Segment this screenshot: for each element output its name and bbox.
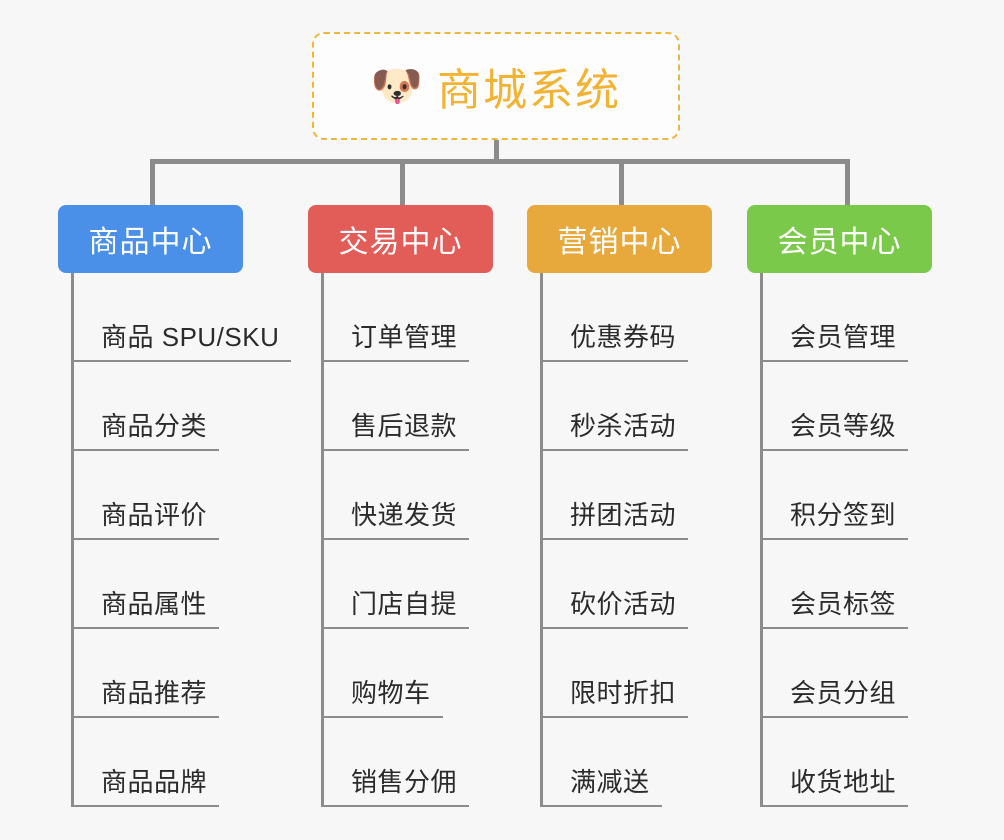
- leaf-label: 商品推荐: [101, 678, 208, 708]
- category-label: 会员中心: [777, 226, 902, 259]
- leaf-item[interactable]: 商品属性: [58, 540, 243, 629]
- leaf-item[interactable]: 会员管理: [747, 273, 932, 362]
- leaf-underline: 购物车: [321, 673, 443, 718]
- leaf-underline: 商品属性: [71, 584, 220, 629]
- leaf-label: 会员分组: [790, 678, 897, 708]
- leaf-item[interactable]: 商品评价: [58, 451, 243, 540]
- leaf-underline: 订单管理: [321, 317, 470, 362]
- leaf-underline: 积分签到: [760, 495, 909, 540]
- leaf-label: 快递发货: [351, 500, 458, 530]
- leaf-item[interactable]: 会员标签: [747, 540, 932, 629]
- leaf-underline: 砍价活动: [540, 584, 689, 629]
- connector-drop-product-center: [150, 159, 155, 207]
- root-title: 商城系统: [437, 66, 622, 115]
- leaf-label: 购物车: [351, 678, 431, 708]
- leaf-label: 积分签到: [790, 500, 897, 530]
- leaf-underline: 销售分佣: [321, 762, 470, 807]
- leaf-label: 商品评价: [101, 500, 208, 530]
- column-trade-center: 交易中心订单管理售后退款快递发货门店自提购物车销售分佣: [308, 205, 493, 807]
- leaf-item[interactable]: 砍价活动: [527, 540, 712, 629]
- leaf-item[interactable]: 收货地址: [747, 718, 932, 807]
- leaf-item[interactable]: 快递发货: [308, 451, 493, 540]
- leaf-underline: 会员标签: [760, 584, 909, 629]
- leaf-label: 商品品牌: [101, 767, 208, 797]
- leaf-item[interactable]: 拼团活动: [527, 451, 712, 540]
- leaf-underline: 会员管理: [760, 317, 909, 362]
- category-label: 营销中心: [557, 226, 682, 259]
- leaf-underline: 售后退款: [321, 406, 470, 451]
- leaf-item[interactable]: 积分签到: [747, 451, 932, 540]
- leaf-underline: 商品分类: [71, 406, 220, 451]
- dog-face-icon: 🐶: [370, 62, 424, 109]
- column-marketing-center: 营销中心优惠券码秒杀活动拼团活动砍价活动限时折扣满减送: [527, 205, 712, 807]
- leaf-label: 门店自提: [351, 589, 458, 619]
- leaf-underline: 门店自提: [321, 584, 470, 629]
- leaf-item[interactable]: 订单管理: [308, 273, 493, 362]
- category-box-trade-center[interactable]: 交易中心: [308, 205, 493, 273]
- leaf-item[interactable]: 会员分组: [747, 629, 932, 718]
- connector-drop-trade-center: [400, 159, 405, 207]
- leaf-item[interactable]: 满减送: [527, 718, 712, 807]
- category-label: 商品中心: [88, 226, 213, 259]
- leaf-item[interactable]: 会员等级: [747, 362, 932, 451]
- category-box-product-center[interactable]: 商品中心: [58, 205, 243, 273]
- leaf-label: 商品分类: [101, 411, 208, 441]
- leaf-list-trade-center: 订单管理售后退款快递发货门店自提购物车销售分佣: [308, 273, 493, 807]
- leaf-label: 拼团活动: [570, 500, 677, 530]
- leaf-underline: 优惠券码: [540, 317, 689, 362]
- connector-drop-member-center: [845, 159, 850, 207]
- leaf-item[interactable]: 商品推荐: [58, 629, 243, 718]
- leaf-label: 砍价活动: [570, 589, 677, 619]
- leaf-item[interactable]: 销售分佣: [308, 718, 493, 807]
- leaf-list-member-center: 会员管理会员等级积分签到会员标签会员分组收货地址: [747, 273, 932, 807]
- leaf-underline: 商品品牌: [71, 762, 220, 807]
- leaf-underline: 会员分组: [760, 673, 909, 718]
- connector-bus: [150, 159, 850, 164]
- leaf-underline: 满减送: [540, 762, 662, 807]
- leaf-label: 销售分佣: [351, 767, 458, 797]
- leaf-underline: 收货地址: [760, 762, 909, 807]
- leaf-list-marketing-center: 优惠券码秒杀活动拼团活动砍价活动限时折扣满减送: [527, 273, 712, 807]
- leaf-label: 会员标签: [790, 589, 897, 619]
- leaf-underline: 快递发货: [321, 495, 470, 540]
- category-box-marketing-center[interactable]: 营销中心: [527, 205, 712, 273]
- leaf-label: 收货地址: [790, 767, 897, 797]
- leaf-item[interactable]: 门店自提: [308, 540, 493, 629]
- connector-trunk: [494, 140, 499, 164]
- leaf-item[interactable]: 售后退款: [308, 362, 493, 451]
- leaf-underline: 会员等级: [760, 406, 909, 451]
- leaf-label: 订单管理: [351, 322, 458, 352]
- category-label: 交易中心: [338, 226, 463, 259]
- connector-drop-marketing-center: [619, 159, 624, 207]
- leaf-list-product-center: 商品 SPU/SKU 商品分类商品评价商品属性商品推荐商品品牌: [58, 273, 292, 807]
- leaf-item[interactable]: 优惠券码: [527, 273, 712, 362]
- leaf-label: 会员等级: [790, 411, 897, 441]
- leaf-underline: 商品 SPU/SKU: [71, 317, 292, 362]
- root-node[interactable]: 🐶 商城系统: [312, 32, 680, 140]
- leaf-label: 限时折扣: [570, 678, 677, 708]
- leaf-item[interactable]: 限时折扣: [527, 629, 712, 718]
- leaf-label: 满减送: [570, 767, 650, 797]
- leaf-underline: 秒杀活动: [540, 406, 689, 451]
- leaf-item[interactable]: 购物车: [308, 629, 493, 718]
- leaf-item[interactable]: 秒杀活动: [527, 362, 712, 451]
- leaf-underline: 拼团活动: [540, 495, 689, 540]
- leaf-underline: 商品推荐: [71, 673, 220, 718]
- leaf-label: 会员管理: [790, 322, 897, 352]
- leaf-underline: 限时折扣: [540, 673, 689, 718]
- leaf-underline: 商品评价: [71, 495, 220, 540]
- leaf-label: 优惠券码: [570, 322, 677, 352]
- leaf-label: 商品 SPU/SKU: [101, 322, 280, 352]
- leaf-label: 商品属性: [101, 589, 208, 619]
- column-product-center: 商品中心商品 SPU/SKU 商品分类商品评价商品属性商品推荐商品品牌: [58, 205, 292, 807]
- leaf-label: 售后退款: [351, 411, 458, 441]
- category-box-member-center[interactable]: 会员中心: [747, 205, 932, 273]
- leaf-item[interactable]: 商品分类: [58, 362, 243, 451]
- leaf-label: 秒杀活动: [570, 411, 677, 441]
- leaf-item[interactable]: 商品 SPU/SKU: [58, 273, 292, 362]
- column-member-center: 会员中心会员管理会员等级积分签到会员标签会员分组收货地址: [747, 205, 932, 807]
- leaf-item[interactable]: 商品品牌: [58, 718, 243, 807]
